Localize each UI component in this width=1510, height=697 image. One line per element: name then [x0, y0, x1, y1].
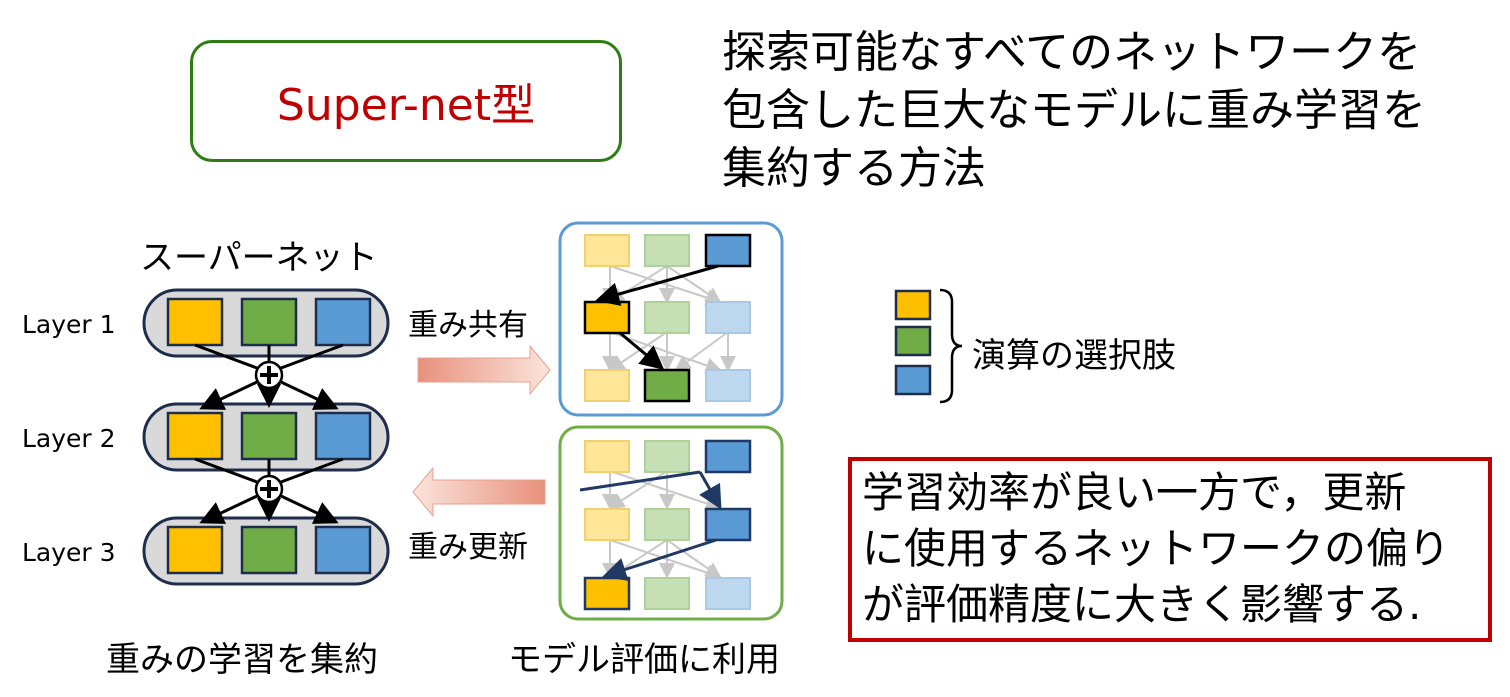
plus-circle-icon [254, 474, 284, 504]
note-line: 学習効率が良い一方で，更新 [862, 468, 1407, 517]
description-line: 包含した巨大なモデルに重み学習を [722, 85, 1426, 136]
op-box-green [240, 297, 298, 347]
curly-brace-icon [939, 288, 963, 404]
op-box-green [240, 411, 298, 461]
layer-label: Layer 2 [22, 424, 116, 453]
legend [894, 288, 963, 404]
legend-op-green [894, 325, 932, 357]
note-box: 学習効率が良い一方で，更新 に使用するネットワークの偏り が評価精度に大きく影響… [848, 457, 1492, 642]
note-line: が評価精度に大きく影響する. [862, 580, 1422, 629]
op-box-blue [314, 525, 372, 575]
supernet-layer-3 [142, 516, 390, 586]
layer-label: Layer 3 [22, 538, 116, 567]
method-title: Super-net型 [276, 80, 536, 131]
op-box-yellow [166, 525, 224, 575]
layer-label: Layer 1 [22, 310, 116, 339]
legend-op-yellow [894, 289, 932, 321]
supernet-edges-1-2 [194, 343, 344, 410]
method-description: 探索可能なすべてのネットワークを 包含した巨大なモデルに重み学習を 集約する方法 [722, 24, 1502, 198]
supernet-layer-1 [142, 288, 390, 358]
op-box-blue [314, 411, 372, 461]
legend-label: 演算の選択肢 [972, 336, 1176, 376]
right-arrow-icon [417, 344, 551, 396]
caption-middle: モデル評価に利用 [508, 640, 780, 680]
description-line: 探索可能なすべてのネットワークを [722, 27, 1422, 78]
op-box-yellow [166, 411, 224, 461]
method-title-box: Super-net型 [190, 40, 622, 162]
plus-circle-icon [254, 360, 284, 390]
op-box-yellow [166, 297, 224, 347]
note-line: に使用するネットワークの偏り [862, 524, 1451, 573]
weight-update-label: 重み更新 [408, 530, 528, 565]
legend-op-blue [894, 364, 932, 396]
subnet-panel-top [558, 221, 784, 417]
supernet-layer-2 [142, 402, 390, 472]
subnet-panel-bottom [558, 425, 784, 621]
weight-share-label: 重み共有 [408, 308, 528, 343]
op-box-blue [314, 297, 372, 347]
op-box-green [240, 525, 298, 575]
supernet-label: スーパーネット [140, 238, 378, 278]
supernet-edges-2-3 [194, 457, 344, 524]
left-arrow-icon [412, 466, 546, 518]
caption-left: 重みの学習を集約 [106, 640, 378, 680]
description-line: 集約する方法 [722, 143, 986, 194]
